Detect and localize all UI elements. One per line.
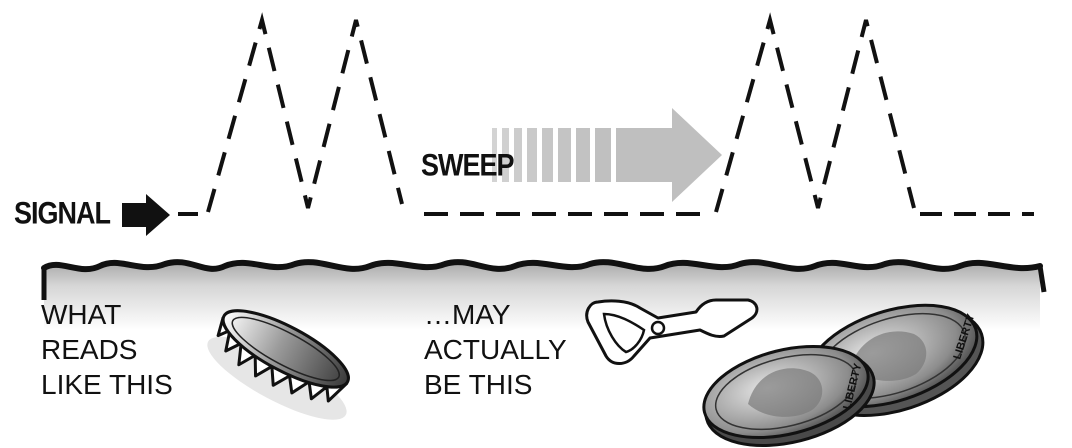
left-caption-line-2: READS	[41, 334, 138, 365]
signal-label: SIGNAL	[14, 196, 111, 231]
right-arrow-icon	[122, 194, 170, 236]
bottle-cap-icon	[207, 309, 350, 420]
right-caption-line-3: BE THIS	[424, 369, 533, 400]
right-caption-line-2: ACTUALLY	[424, 334, 567, 365]
coin-front: LIBERTY	[702, 344, 876, 447]
fading-right-arrow-icon	[492, 108, 722, 202]
coin-icon: LIBERTY LIBERTY	[702, 303, 985, 447]
pull-tab-icon	[585, 298, 759, 365]
left-caption: WHAT READS LIKE THIS	[41, 297, 173, 402]
sweep-label: SWEEP	[421, 148, 515, 183]
signal-trace-peaks-1	[206, 12, 404, 213]
left-caption-line-3: LIKE THIS	[41, 369, 173, 400]
ground-surface-line	[41, 259, 1043, 273]
right-caption-line-1: …MAY	[424, 299, 511, 330]
ground-right-edge	[1037, 265, 1047, 293]
signal-trace-peaks-2	[714, 12, 916, 213]
left-caption-line-1: WHAT	[41, 299, 122, 330]
ground-band	[44, 262, 1040, 330]
right-caption: …MAY ACTUALLY BE THIS	[424, 297, 567, 402]
